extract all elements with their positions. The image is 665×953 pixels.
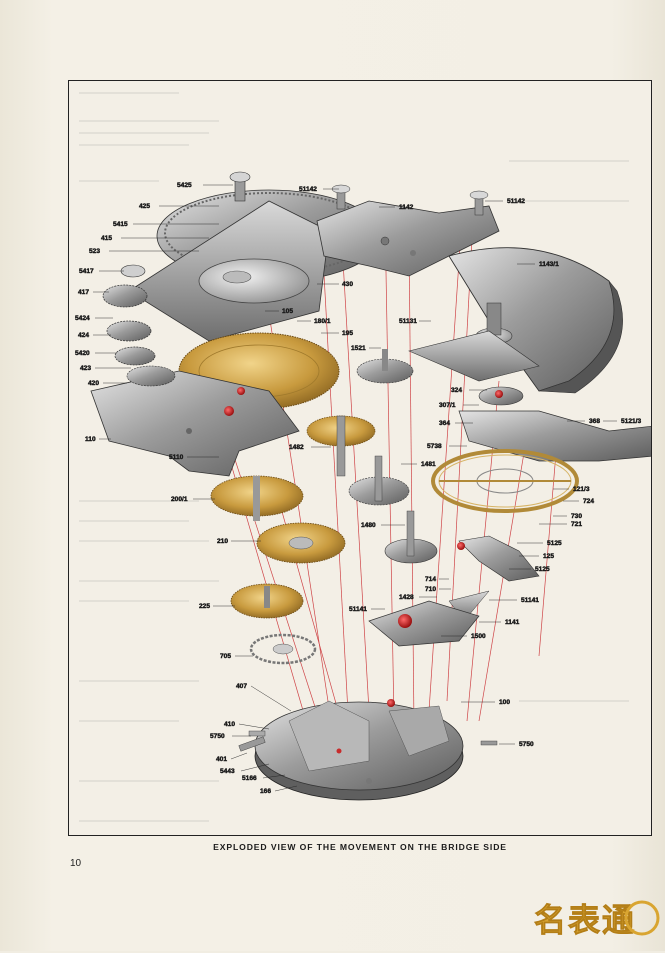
callout-label: 5110 bbox=[169, 454, 184, 461]
callout-label: 121/3 bbox=[573, 486, 590, 493]
callout-label: 200/1 bbox=[171, 496, 188, 503]
callout-label: 1142 bbox=[399, 204, 414, 211]
callout-label: 105 bbox=[282, 308, 293, 315]
callout-label: 51131 bbox=[399, 318, 417, 325]
callout-label: 1500 bbox=[471, 633, 486, 640]
callout-label: 5738 bbox=[427, 443, 442, 450]
callout-label: 5443 bbox=[220, 768, 235, 775]
lower-gear-train bbox=[210, 475, 346, 665]
callout-label: 368 bbox=[589, 418, 600, 425]
callout-label: 415 bbox=[101, 235, 112, 242]
callout-label: 5125 bbox=[547, 540, 562, 547]
callout-label: 51141 bbox=[521, 597, 539, 604]
callout-label: 5750 bbox=[519, 741, 534, 748]
callout-label: 721 bbox=[571, 521, 582, 528]
callout-label: 710 bbox=[425, 586, 436, 593]
illustration-frame: 5425 425 5415 415 523 5417 417 5424 424 … bbox=[68, 80, 652, 836]
main-plate-and-gold-wheel bbox=[90, 332, 340, 477]
callout-label: 125 bbox=[543, 553, 554, 560]
callout-label: 430 bbox=[342, 281, 353, 288]
callout-label: 401 bbox=[216, 756, 227, 763]
callout-label: 195 bbox=[342, 330, 353, 337]
callout-label: 225 bbox=[199, 603, 210, 610]
callout-label: 714 bbox=[425, 576, 436, 583]
callout-label: 420 bbox=[88, 380, 99, 387]
callout-label: 724 bbox=[583, 498, 594, 505]
site-watermark-logo: 名表通 bbox=[530, 888, 662, 948]
oscillating-weight bbox=[408, 247, 623, 394]
callout-label: 51142 bbox=[507, 198, 525, 205]
callout-label: 5417 bbox=[79, 268, 94, 275]
callout-label: 1428 bbox=[399, 594, 414, 601]
callout-label: 523 bbox=[89, 248, 100, 255]
callout-label: 51141 bbox=[349, 606, 367, 613]
callout-labels: 5425 425 5415 415 523 5417 417 5424 424 … bbox=[75, 182, 642, 795]
callout-label: 705 bbox=[220, 653, 231, 660]
callout-label: 1482 bbox=[289, 444, 304, 451]
callout-label: 423 bbox=[80, 365, 91, 372]
callout-label: 5424 bbox=[75, 315, 90, 322]
ghosted-background bbox=[79, 92, 629, 822]
callout-label: 1481 bbox=[421, 461, 436, 468]
callout-label: 210 bbox=[217, 538, 228, 545]
barrel-bridge-assembly bbox=[102, 171, 382, 366]
callout-label: 5166 bbox=[242, 775, 257, 782]
watermark-ring bbox=[624, 900, 660, 936]
callout-label: 364 bbox=[439, 420, 450, 427]
callout-label: 730 bbox=[571, 513, 582, 520]
callout-label: 424 bbox=[78, 332, 89, 339]
exploded-view-illustration: 5425 425 5415 415 523 5417 417 5424 424 … bbox=[75, 92, 651, 822]
callout-label: 1143/1 bbox=[539, 261, 559, 268]
watermark-text: 名表通 bbox=[534, 901, 636, 939]
callout-label: 110 bbox=[85, 436, 96, 443]
callout-label: 5121/3 bbox=[621, 418, 642, 425]
callout-label: 417 bbox=[78, 289, 89, 296]
watermark-logo-graphic: 名表通 bbox=[534, 900, 660, 939]
callout-label: 307/1 bbox=[439, 402, 456, 409]
callout-label: 5750 bbox=[210, 733, 225, 740]
callout-label: 410 bbox=[224, 721, 235, 728]
callout-label: 1141 bbox=[505, 619, 520, 626]
callout-label: 1480 bbox=[361, 522, 376, 529]
callout-label: 425 bbox=[139, 203, 150, 210]
pillar-plate bbox=[238, 699, 498, 801]
balance-assembly bbox=[368, 386, 651, 647]
callout-label: 1521 bbox=[351, 345, 366, 352]
callout-label: 407 bbox=[236, 683, 247, 690]
figure-caption: EXPLODED VIEW OF THE MOVEMENT ON THE BRI… bbox=[213, 842, 507, 852]
page-number: 10 bbox=[70, 858, 82, 869]
center-train-wheels bbox=[306, 349, 438, 564]
callout-label: 166 bbox=[260, 788, 271, 795]
callout-label: 5125 bbox=[535, 566, 550, 573]
callout-label: 324 bbox=[451, 387, 462, 394]
callout-label: 5415 bbox=[113, 221, 128, 228]
callout-label: 5420 bbox=[75, 350, 90, 357]
callout-label: 51142 bbox=[299, 186, 317, 193]
callout-label: 100 bbox=[499, 699, 510, 706]
callout-label: 180/1 bbox=[314, 318, 331, 325]
train-wheel-bridge bbox=[316, 184, 500, 277]
callout-label: 5425 bbox=[177, 182, 192, 189]
